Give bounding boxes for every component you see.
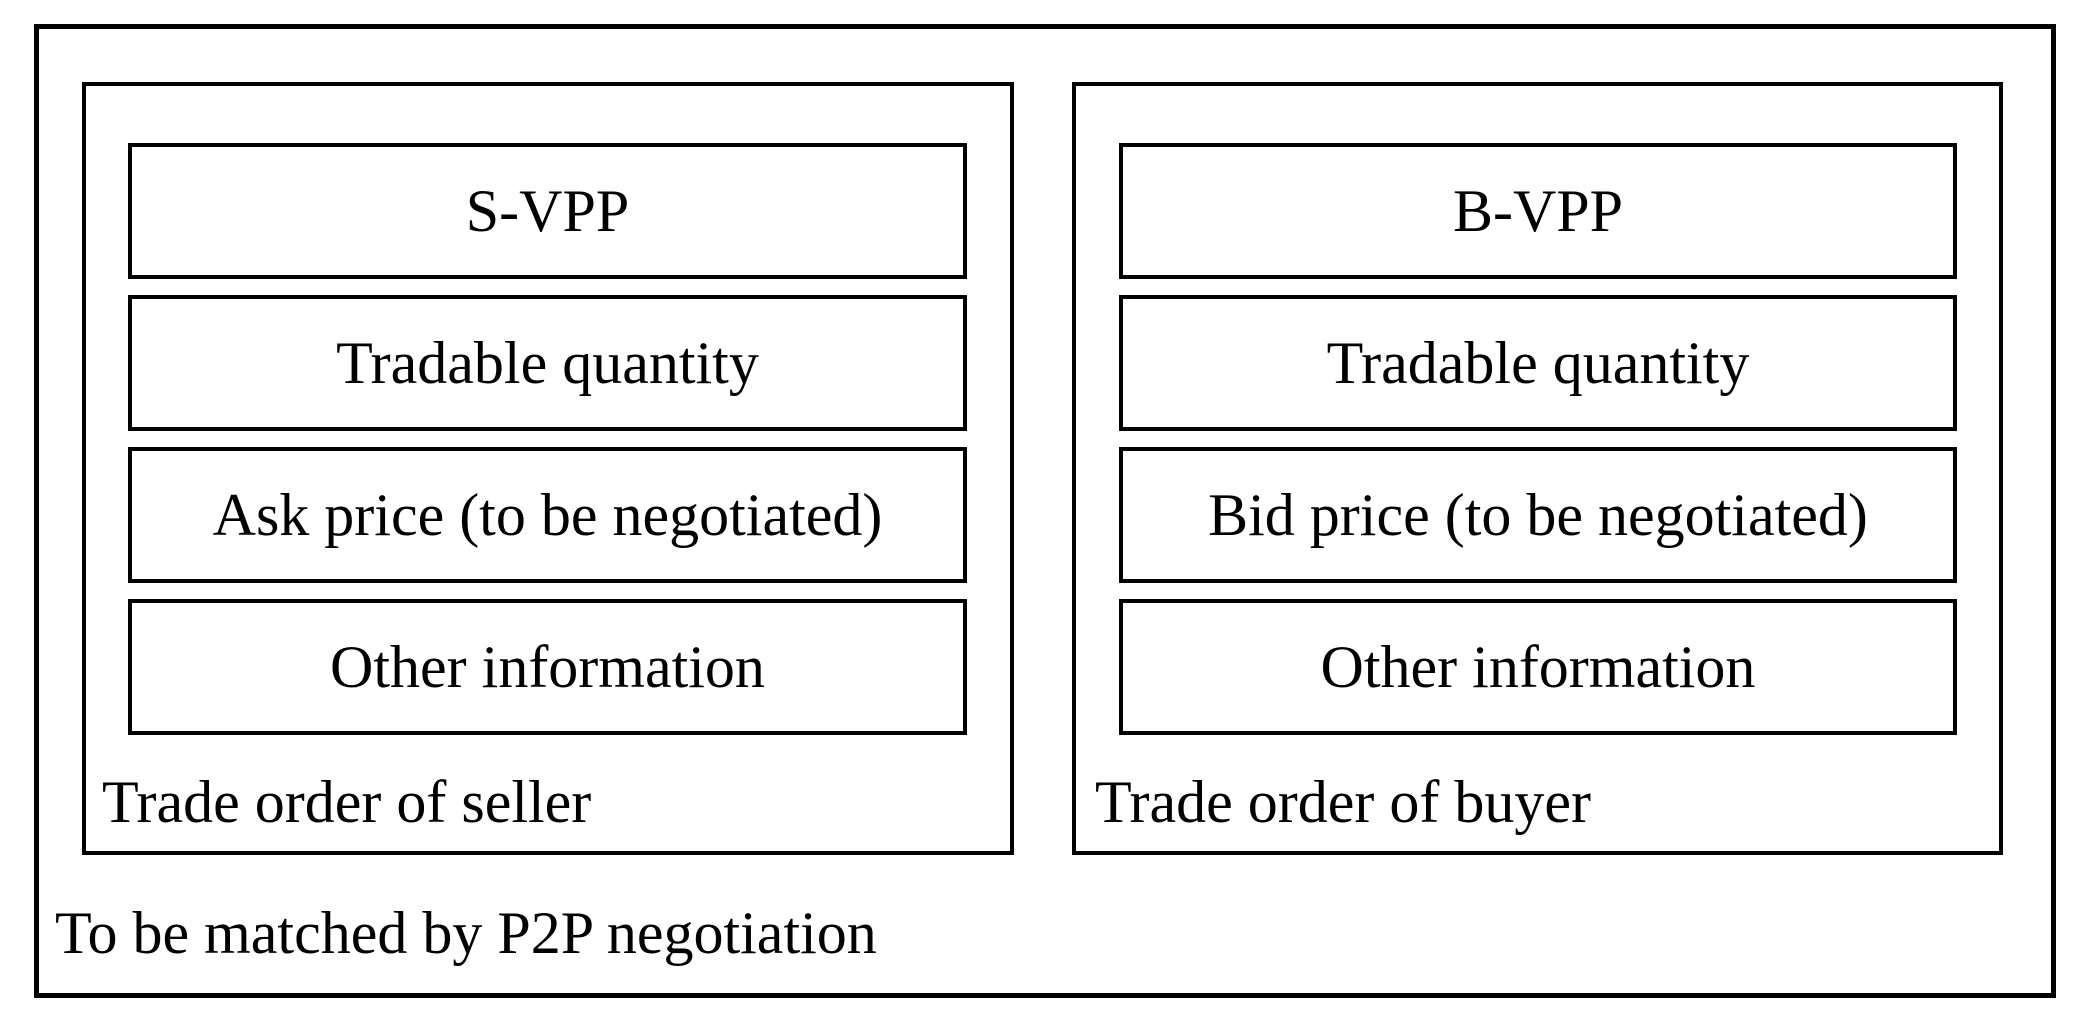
buyer-field-bid-price-label: Bid price (to be negotiated) — [1208, 482, 1868, 548]
seller-field-tradable-quantity: Tradable quantity — [128, 295, 967, 431]
seller-field-svpp: S-VPP — [128, 143, 967, 279]
buyer-trade-order-box: B-VPP Tradable quantity Bid price (to be… — [1072, 82, 2003, 855]
buyer-field-other-information: Other information — [1119, 599, 1957, 735]
buyer-field-bvpp-label: B-VPP — [1452, 178, 1624, 244]
seller-order-label: Trade order of seller — [102, 769, 592, 835]
buyer-field-other-information-label: Other information — [1320, 634, 1756, 700]
buyer-order-label: Trade order of buyer — [1095, 769, 1591, 835]
seller-trade-order-box: S-VPP Tradable quantity Ask price (to be… — [82, 82, 1014, 855]
seller-field-ask-price-label: Ask price (to be negotiated) — [212, 482, 883, 548]
p2p-negotiation-label: To be matched by P2P negotiation — [55, 900, 877, 966]
seller-field-svpp-label: S-VPP — [465, 178, 630, 244]
buyer-field-bid-price: Bid price (to be negotiated) — [1119, 447, 1957, 583]
p2p-matching-container: S-VPP Tradable quantity Ask price (to be… — [34, 24, 2056, 998]
seller-field-tradable-quantity-label: Tradable quantity — [336, 330, 759, 396]
seller-field-other-information-label: Other information — [330, 634, 765, 700]
buyer-field-tradable-quantity: Tradable quantity — [1119, 295, 1957, 431]
buyer-field-tradable-quantity-label: Tradable quantity — [1326, 330, 1750, 396]
seller-field-ask-price: Ask price (to be negotiated) — [128, 447, 967, 583]
seller-field-other-information: Other information — [128, 599, 967, 735]
buyer-field-bvpp: B-VPP — [1119, 143, 1957, 279]
